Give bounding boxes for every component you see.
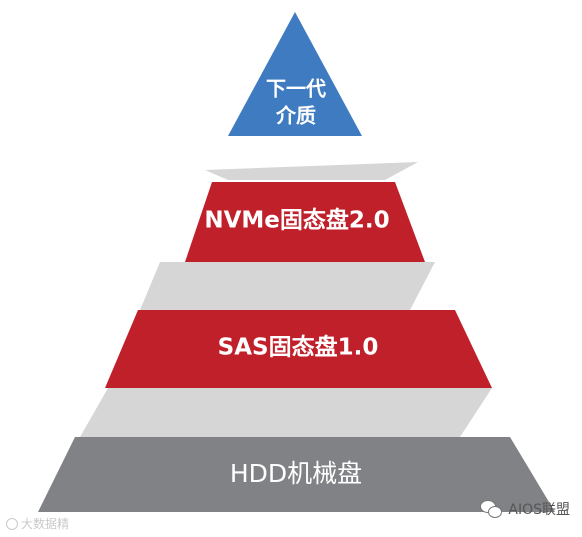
watermark-left-text: 大数据精 xyxy=(21,517,70,531)
tier-next-gen-media xyxy=(228,12,362,136)
tier-label-sas: SAS固态盘1.0 xyxy=(218,334,379,361)
connector-band-2 xyxy=(140,262,435,310)
watermark-logo-icon xyxy=(6,517,18,530)
connector-band-3 xyxy=(80,388,492,437)
tier-label-next-gen-line2: 介质 xyxy=(275,104,316,128)
tier-label-nvme: NVMe固态盘2.0 xyxy=(204,207,389,234)
tier-label-hdd: HDD机械盘 xyxy=(230,459,362,488)
watermark-right: AIOS联盟 xyxy=(480,499,570,519)
tier-hdd xyxy=(38,437,555,512)
watermark-left: 大数据精 xyxy=(6,515,69,532)
tier-nvme-ssd xyxy=(185,182,425,262)
wechat-icon xyxy=(480,500,503,518)
watermark-right-text: AIOS联盟 xyxy=(508,502,570,518)
connector-band-1 xyxy=(205,162,418,180)
tier-sas-ssd xyxy=(105,310,492,388)
tier-label-next-gen-line1: 下一代 xyxy=(266,77,326,101)
